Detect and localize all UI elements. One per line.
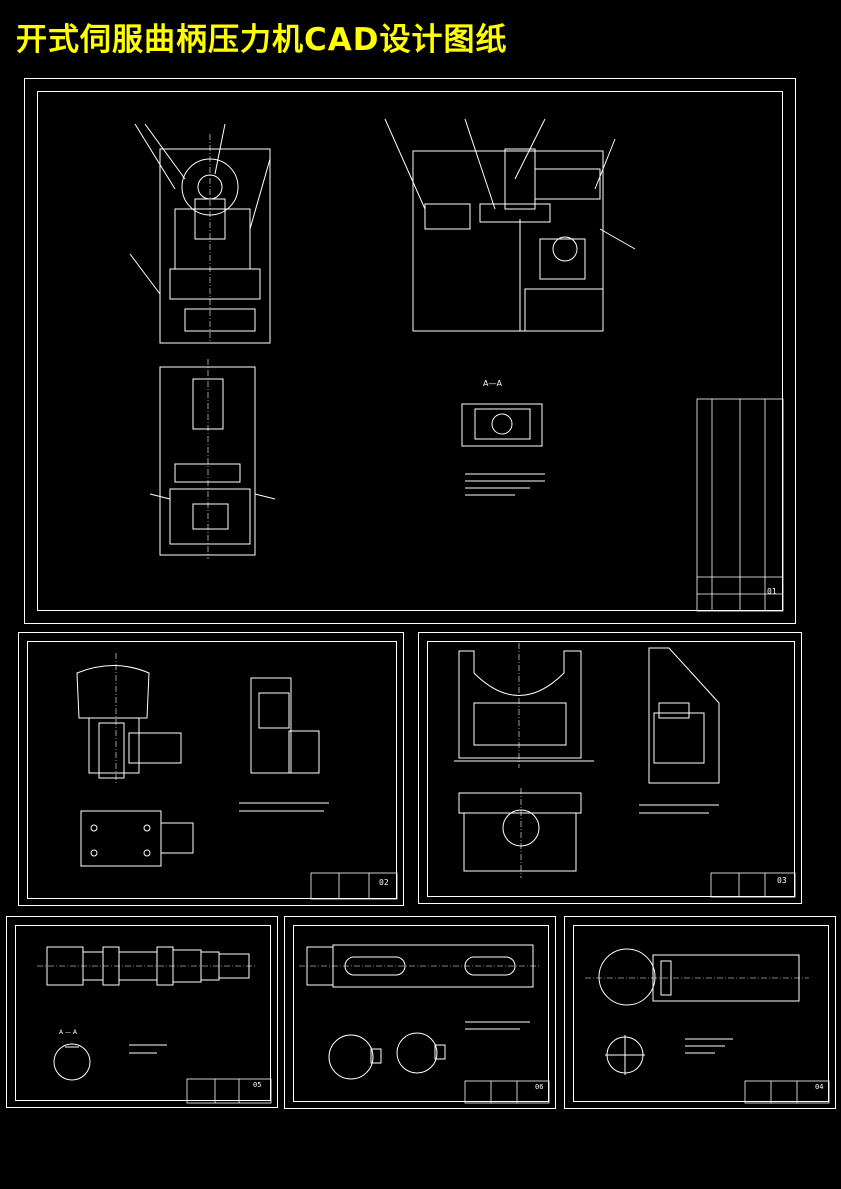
part-drawing-frame-04 [573,925,829,1102]
assembly-drawing-frame [37,91,783,611]
part-drawing-sheet-02: 02 [18,632,404,906]
section-aa-label-05: A — A [59,1029,78,1036]
assembly-drawing-sheet: A—A 01 [24,78,796,624]
part-drawing-sheet-06: 06 [284,916,556,1109]
front-view [129,123,271,344]
part-drawing-sheet-05: A — A 05 [6,916,278,1108]
part-drawing-frame-05 [15,925,271,1101]
sheet-number-02: 02 [379,878,389,887]
part-drawing-05 [37,946,272,1104]
sheet-number-06: 06 [535,1083,544,1091]
part-drawing-frame-03 [427,641,795,897]
sheet-number: 01 [767,587,777,596]
part-drawing-frame-06 [293,925,549,1102]
sheet-number-03: 03 [777,876,787,885]
part-drawing-sheet-04: 04 [564,916,836,1109]
part-drawing-04 [585,948,830,1104]
side-view [384,118,636,332]
part-drawing-frame-02 [27,641,397,899]
part-drawing-03 [454,643,796,898]
sheet-number-05: 05 [253,1081,262,1089]
parts-list [696,398,784,612]
sheet-number-04: 04 [815,1083,824,1091]
part-drawing-sheet-03: 03 [418,632,802,904]
section-aa-label: A—A [483,379,502,388]
section-aa [461,403,545,496]
assembly-drawing [129,118,784,612]
page-title: 开式伺服曲柄压力机CAD设计图纸 [16,22,508,58]
top-view [149,359,276,559]
part-drawing-02 [76,653,398,900]
part-drawing-06 [299,944,550,1104]
